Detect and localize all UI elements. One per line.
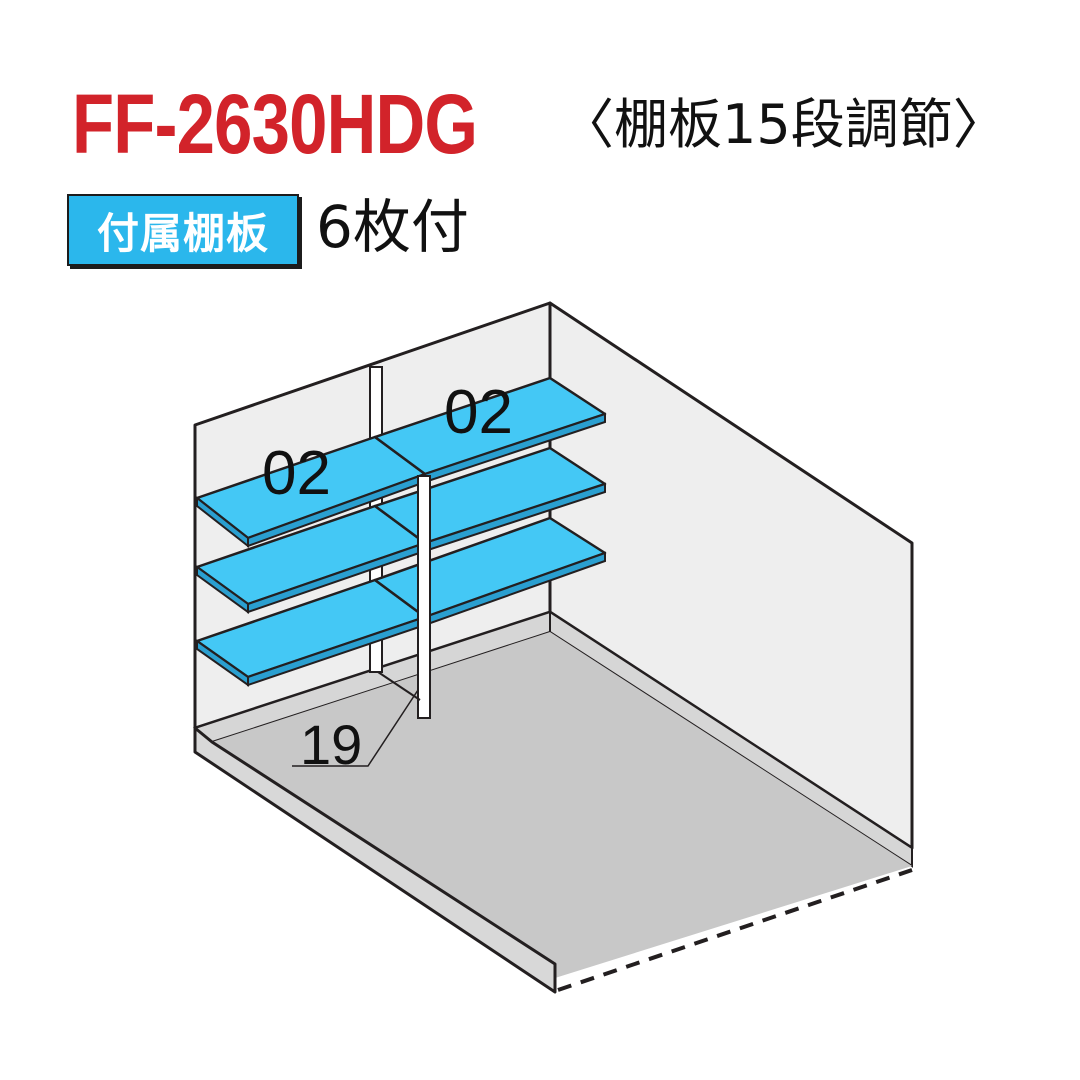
shelf-right-bottom bbox=[373, 516, 607, 627]
accessory-badge: 付属棚板 bbox=[67, 194, 299, 266]
shelf-left-bottom bbox=[195, 578, 427, 687]
floor-front-edge bbox=[193, 726, 557, 994]
shelf-adjust-text: 〈棚板15段調節〉 bbox=[560, 93, 1007, 156]
post-label: 19 bbox=[300, 713, 362, 776]
shelf-count: 6枚付 bbox=[316, 193, 469, 261]
post-leader-line bbox=[292, 689, 419, 767]
shelf-right-top bbox=[373, 376, 607, 484]
floor bbox=[212, 632, 912, 978]
center-post-front bbox=[417, 475, 431, 719]
post-base-bracket bbox=[377, 671, 421, 701]
shelf-label-left: 02 bbox=[262, 439, 331, 508]
accessory-badge-label: 付属棚板 bbox=[96, 208, 269, 258]
model-number: FF-2630HDG bbox=[72, 77, 478, 171]
shelf-label-right: 02 bbox=[444, 378, 513, 447]
shelf-left-middle bbox=[195, 504, 427, 614]
shelf-right-middle bbox=[373, 446, 607, 553]
